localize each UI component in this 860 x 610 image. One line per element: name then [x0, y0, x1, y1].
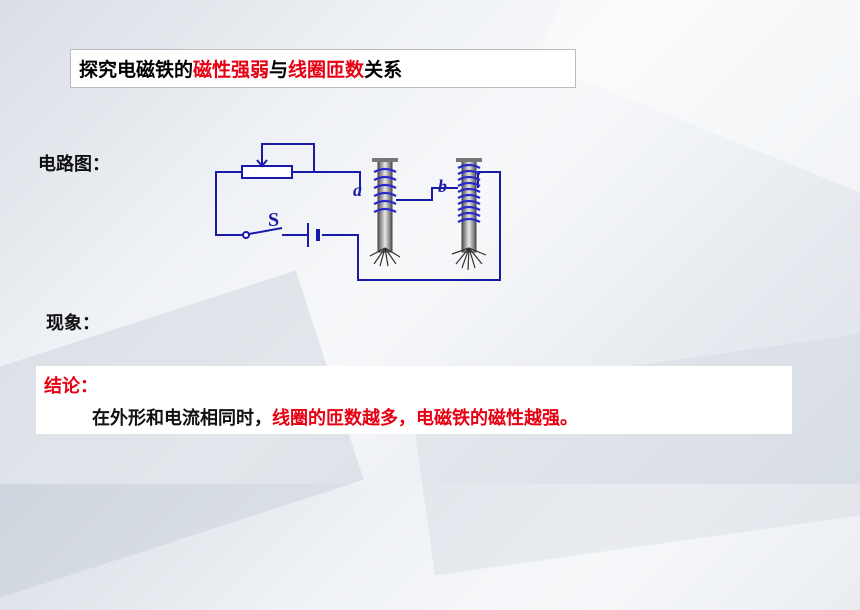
electromagnet-b [451, 158, 487, 271]
title-text-highlight-2: 线圈匝数 [288, 59, 365, 81]
background-shape [410, 324, 860, 576]
switch-lever [248, 227, 283, 235]
phenomenon-label: 现象： [46, 313, 100, 334]
coil-a-label: a [353, 180, 362, 200]
title-text-1: 探究电磁铁的 [79, 59, 194, 81]
background-shape [536, 0, 860, 204]
conclusion-text: 在外形和电流相同时，线圈的匝数越多，电磁铁的磁性越强。 [92, 404, 578, 430]
title-text-highlight-1: 磁性强弱 [193, 59, 270, 81]
conclusion-box: 结论： 在外形和电流相同时，线圈的匝数越多，电磁铁的磁性越强。 [36, 366, 792, 434]
switch-terminal [242, 231, 250, 239]
circuit-diagram-label: 电路图： [38, 154, 110, 175]
switch-label: S [268, 209, 279, 231]
rheostat-slider-icon [256, 155, 268, 168]
title-text-2: 与 [269, 59, 289, 81]
rheostat [241, 165, 293, 179]
electromagnet-a [369, 158, 402, 267]
coil-b-label: b [438, 176, 447, 196]
circuit-diagram: S a b [215, 143, 501, 281]
conclusion-heading: 结论： [44, 376, 98, 397]
title-text-3: 关系 [364, 59, 403, 81]
circuit-wires [215, 143, 501, 281]
conclusion-highlight: 线圈的匝数越多，电磁铁的磁性越强。 [272, 408, 578, 429]
slide-title: 探究电磁铁的 磁性强弱 与 线圈匝数 关系 [70, 49, 576, 88]
conclusion-prefix: 在外形和电流相同时， [92, 408, 272, 429]
